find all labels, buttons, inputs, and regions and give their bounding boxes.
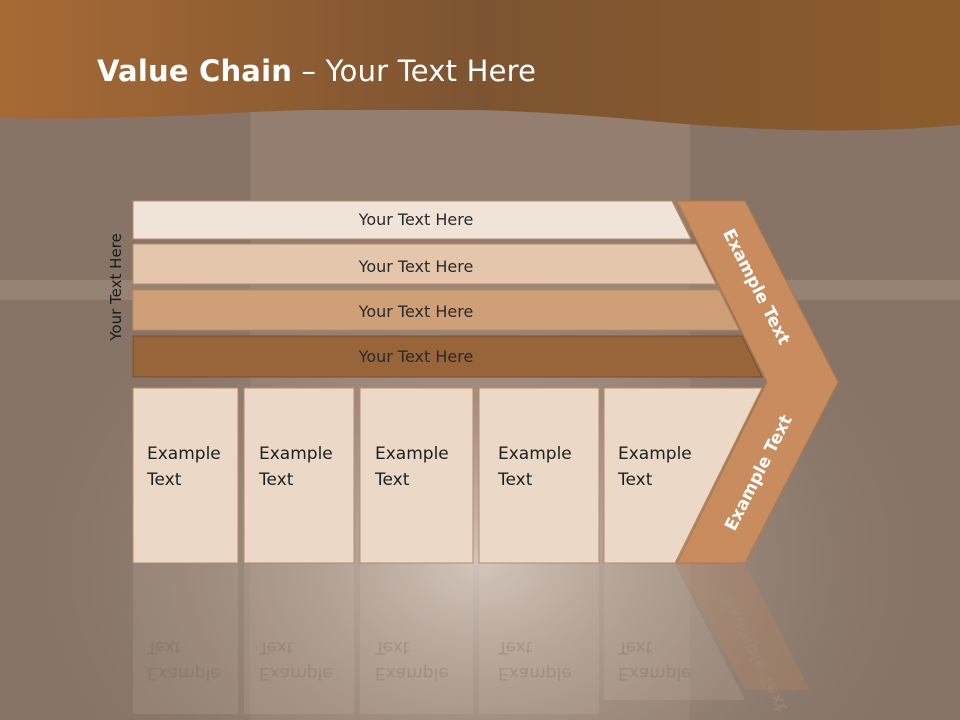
box-1-reflection	[133, 564, 238, 714]
chevron	[676, 200, 839, 564]
bar-2	[132, 243, 717, 285]
box-3-reflection	[360, 564, 473, 714]
box-1-line2: Text	[146, 470, 182, 490]
header-band	[0, 0, 960, 131]
title-rest: – Your Text Here	[292, 54, 537, 88]
box-5-line1: Example	[618, 444, 692, 464]
box-2	[243, 387, 355, 564]
chevron-reflection	[677, 564, 810, 690]
box-4-reflection	[479, 564, 599, 714]
box-3-reflection-line1: Example	[375, 663, 449, 683]
page-title: Value Chain – Your Text Here	[97, 54, 536, 88]
box-4	[478, 387, 600, 564]
box-2-reflection-line1: Example	[259, 663, 333, 683]
bar-2-label: Your Text Here	[358, 257, 474, 276]
box-4-line1: Example	[498, 444, 572, 464]
bar-3	[132, 289, 740, 331]
box-5-reflection	[604, 564, 745, 700]
box-4-line2: Text	[497, 470, 533, 490]
bar-4	[132, 335, 763, 378]
title-bold: Value Chain	[97, 54, 293, 88]
box-2-reflection	[244, 564, 354, 714]
box-3-line1: Example	[375, 444, 449, 464]
diagram-reflection: Text Example Text Example Text Example T…	[133, 564, 810, 715]
box-1-reflection-line2: Text	[146, 637, 182, 657]
bar-3-label: Your Text Here	[358, 302, 474, 321]
bar-4-label: Your Text Here	[358, 347, 474, 366]
box-2-line2: Text	[258, 470, 294, 490]
bar-1	[132, 200, 692, 240]
box-3-reflection-line2: Text	[374, 637, 410, 657]
box-2-reflection-line2: Text	[258, 637, 294, 657]
box-3	[359, 387, 474, 564]
box-5-reflection-line1: Example	[618, 663, 692, 683]
box-1-line1: Example	[147, 444, 221, 464]
box-5-line2: Text	[617, 470, 653, 490]
box-5	[603, 387, 763, 564]
bar-1-label: Your Text Here	[358, 210, 474, 229]
box-1-reflection-line1: Example	[147, 663, 221, 683]
box-2-line1: Example	[259, 444, 333, 464]
box-3-line2: Text	[374, 470, 410, 490]
box-5-reflection-line2: Text	[617, 637, 653, 657]
box-4-reflection-line2: Text	[497, 637, 533, 657]
box-4-reflection-line1: Example	[498, 663, 572, 683]
box-1	[132, 387, 239, 564]
